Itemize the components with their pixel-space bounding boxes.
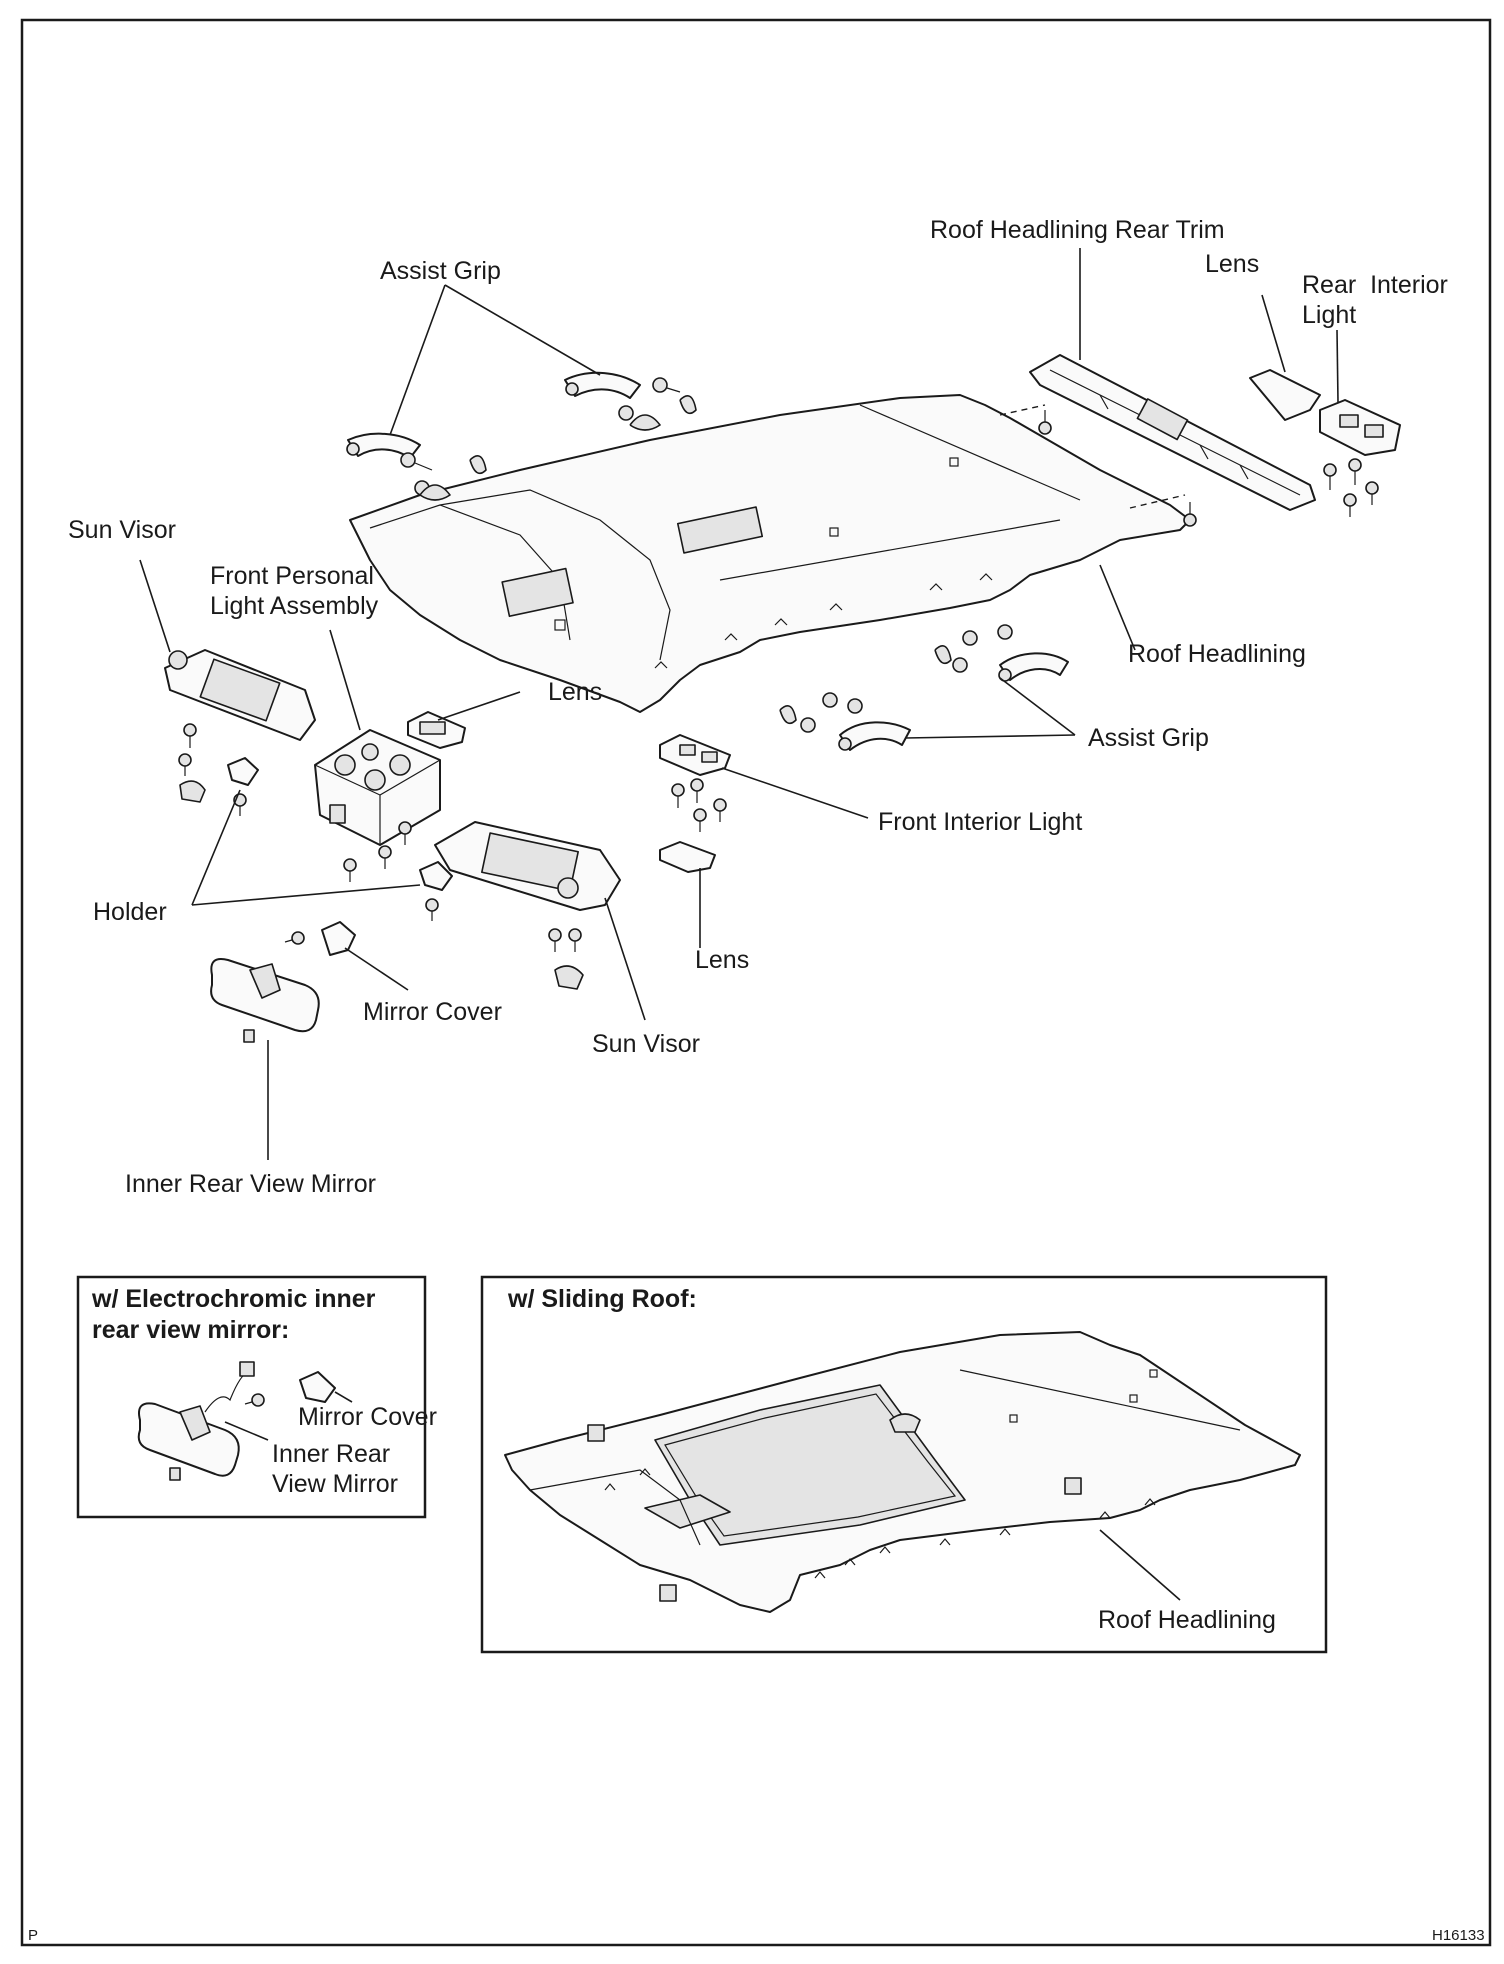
label-front-interior-light: Front Interior Light: [878, 808, 1082, 836]
inset-electrochromic-title-2: rear view mirror:: [92, 1316, 289, 1344]
inset-label-inner-rear-2: View Mirror: [272, 1470, 398, 1498]
electrochromic-mirror-part: [137, 1361, 265, 1481]
label-assist-grip-top: Assist Grip: [380, 257, 501, 285]
label-holder: Holder: [93, 898, 167, 926]
inset-electrochromic-title-1: w/ Electrochromic inner: [91, 1285, 376, 1313]
mirror-cover-part: [321, 921, 356, 956]
roof-headlining-rear-trim-part: [1029, 354, 1316, 511]
footer-left-code: P: [28, 1927, 38, 1944]
footer-right-code: H16133: [1432, 1927, 1485, 1944]
holder-right: [419, 861, 453, 921]
label-inner-rear-view-mirror: Inner Rear View Mirror: [125, 1170, 376, 1198]
assist-grip-upper-right: [564, 371, 697, 431]
label-lens-front-interior: Lens: [695, 946, 749, 974]
assist-grip-right-rear: [934, 624, 1069, 682]
page-frame: [20, 18, 1492, 1947]
inset-sliding-roof-title: w/ Sliding Roof:: [507, 1285, 697, 1313]
rear-light-screws: [1323, 458, 1379, 517]
label-mirror-cover: Mirror Cover: [363, 998, 502, 1026]
label-sun-visor-left: Sun Visor: [68, 516, 176, 544]
sun-visor-right-part: [434, 821, 621, 990]
label-lens-rear: Lens: [1205, 250, 1259, 278]
sliding-roof-headlining-part: [504, 1331, 1301, 1613]
inset-electrochromic-mirror: w/ Electrochromic inner rear view mirror…: [76, 1275, 437, 1519]
inset-sliding-roof: w/ Sliding Roof: Roof Headlining: [480, 1275, 1328, 1654]
label-rear-interior-light-2: Light: [1302, 301, 1356, 329]
rear-interior-light-part: [1319, 399, 1401, 456]
electrochromic-mirror-cover-part: [299, 1371, 336, 1403]
inset-label-mirror-cover: Mirror Cover: [298, 1403, 437, 1431]
inset-label-roof-headlining: Roof Headlining: [1098, 1606, 1276, 1634]
label-front-personal-light-1: Front Personal: [210, 562, 374, 590]
front-personal-lens-part: [407, 711, 466, 749]
front-interior-lens-part: [659, 841, 716, 873]
leader-lines: [139, 248, 1339, 1160]
front-interior-light-part: [659, 734, 731, 776]
assist-grip-upper-left: [346, 432, 487, 501]
label-roof-headlining: Roof Headlining: [1128, 640, 1306, 668]
rear-trim-clip: [1183, 502, 1197, 527]
label-front-personal-light-2: Light Assembly: [210, 592, 379, 620]
roof-headlining-part: [349, 394, 1191, 713]
assist-grip-right-front: [779, 692, 911, 751]
rear-lens-part: [1249, 369, 1321, 421]
label-lens-front-personal: Lens: [548, 678, 602, 706]
label-sun-visor-right: Sun Visor: [592, 1030, 700, 1058]
front-interior-light-screws: [671, 778, 727, 832]
front-personal-light-part: [314, 729, 441, 846]
label-assist-grip-right: Assist Grip: [1088, 724, 1209, 752]
inner-rear-view-mirror-part: [210, 931, 320, 1043]
inset-label-inner-rear-1: Inner Rear: [272, 1440, 390, 1468]
front-personal-light-screws: [343, 821, 412, 882]
sun-visor-left-part: [164, 649, 316, 803]
rear-trim-clip: [1038, 410, 1052, 435]
label-roof-headlining-rear-trim: Roof Headlining Rear Trim: [930, 216, 1225, 244]
label-rear-interior-light-1: Rear Interior: [1302, 271, 1448, 299]
